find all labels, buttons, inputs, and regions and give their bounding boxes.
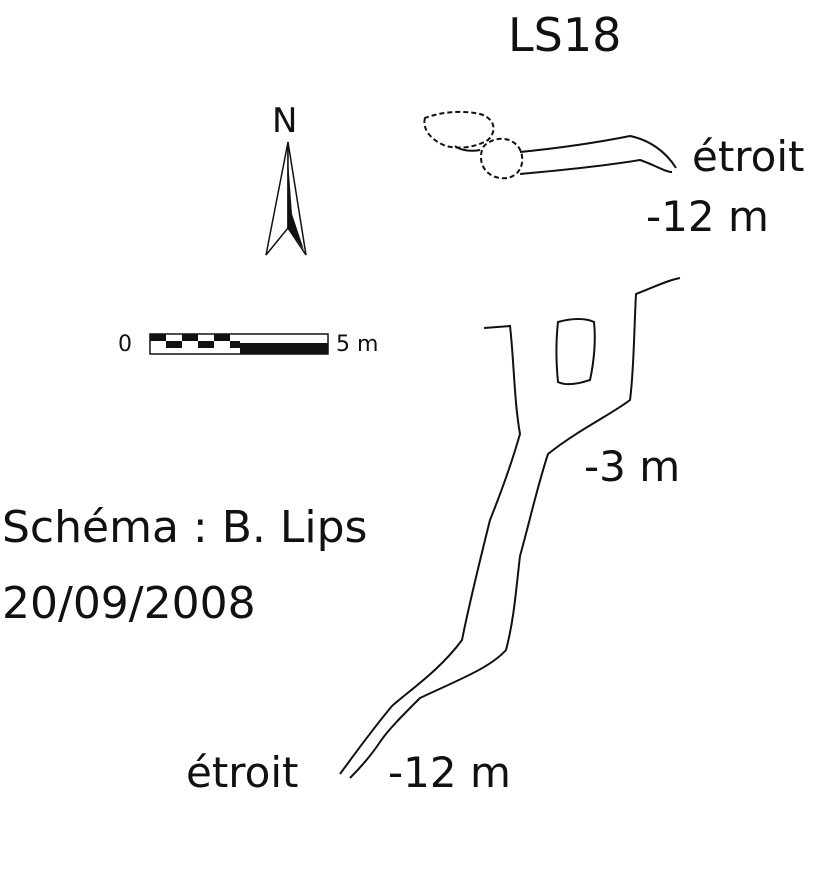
north-label: N	[272, 101, 298, 141]
map-title: LS18	[508, 8, 622, 62]
upper-passage-note: étroit	[692, 132, 805, 181]
lower-cave-passage	[339, 277, 681, 779]
lower-passage-note: étroit	[186, 748, 299, 797]
scale-bar	[149, 333, 329, 355]
author-credit: Schéma : B. Lips	[2, 502, 368, 553]
upper-cave-passage	[423, 110, 677, 180]
lower-passage-mid-depth: -3 m	[584, 442, 681, 491]
upper-passage-depth: -12 m	[646, 192, 769, 241]
lower-passage-bottom-depth: -12 m	[388, 748, 511, 797]
scale-start-label: 0	[118, 332, 132, 357]
north-arrow-icon	[265, 141, 307, 256]
survey-date: 20/09/2008	[2, 578, 256, 629]
scale-end-label: 5 m	[336, 332, 379, 357]
